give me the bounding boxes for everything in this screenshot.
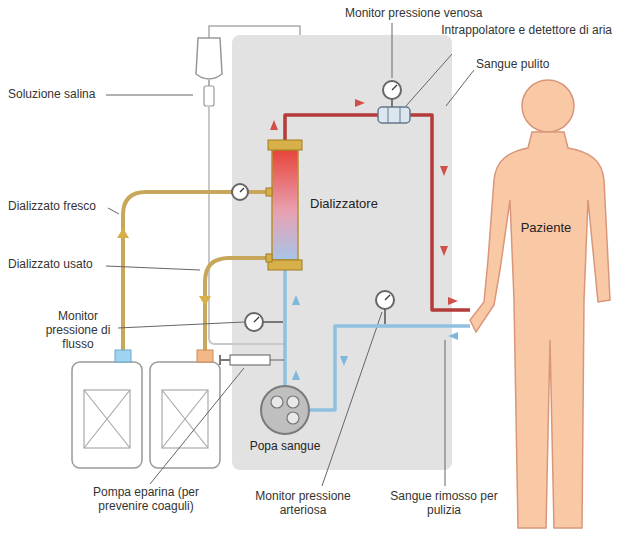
pump-roller: [287, 396, 299, 408]
callout-label: Soluzione salina: [8, 88, 95, 102]
patient-head: [522, 80, 574, 132]
dialysate-port: [266, 188, 272, 196]
callout-label: Monitor pressione venosa: [345, 7, 482, 21]
blood-pump-shape: [260, 385, 310, 435]
node-label: Paziente: [470, 70, 612, 235]
blood-tube: [283, 270, 287, 385]
dialysate-gauge: [232, 184, 248, 200]
dialyzer-body: [272, 150, 298, 260]
dialyzer-shape: [268, 140, 302, 270]
dialyzer: Dializzatore: [268, 140, 302, 270]
callout-label: Dializzato fresco: [8, 200, 96, 214]
patient-figure: Paziente: [470, 70, 612, 530]
blood-tube: [285, 115, 470, 310]
dialyzer-cap: [268, 140, 302, 150]
callout-label: Intrappolatore e detettore di aria: [410, 24, 612, 38]
callout-label: Sangue rimosso per pulizia: [388, 490, 500, 518]
dialysate-jugs: [72, 350, 220, 468]
blood-pump: Popa sangue: [260, 385, 310, 435]
node-label: Dializzatore: [310, 140, 378, 211]
machine-panel: [232, 35, 452, 470]
pump-roller: [271, 396, 283, 408]
callout-label: Pompa eparina (per prevenire coaguli): [92, 486, 200, 514]
patient-figure-shape: [470, 70, 612, 530]
dialyzer-cap: [268, 260, 302, 270]
patient-body: [470, 132, 610, 528]
flow-pressure-gauge: [245, 313, 283, 331]
callout-label: Monitor pressione di flusso: [40, 310, 116, 351]
callout-label: Monitor pressione arteriosa: [243, 490, 363, 518]
heparin-syringe: [220, 355, 284, 365]
arterial-pressure-gauge: [376, 291, 394, 324]
callout-label: Dializzato usato: [8, 258, 93, 272]
pump-roller: [287, 412, 299, 424]
pump-housing: [261, 386, 309, 434]
dialysate-tubes: [117, 192, 268, 352]
air-trap: [378, 107, 410, 123]
callout-label: Sangue pulito: [476, 58, 549, 72]
leader-lines: [106, 23, 474, 486]
blood-tube: [310, 326, 470, 410]
dialysate-port: [266, 254, 272, 262]
node-label: Popa sangue: [220, 385, 350, 453]
